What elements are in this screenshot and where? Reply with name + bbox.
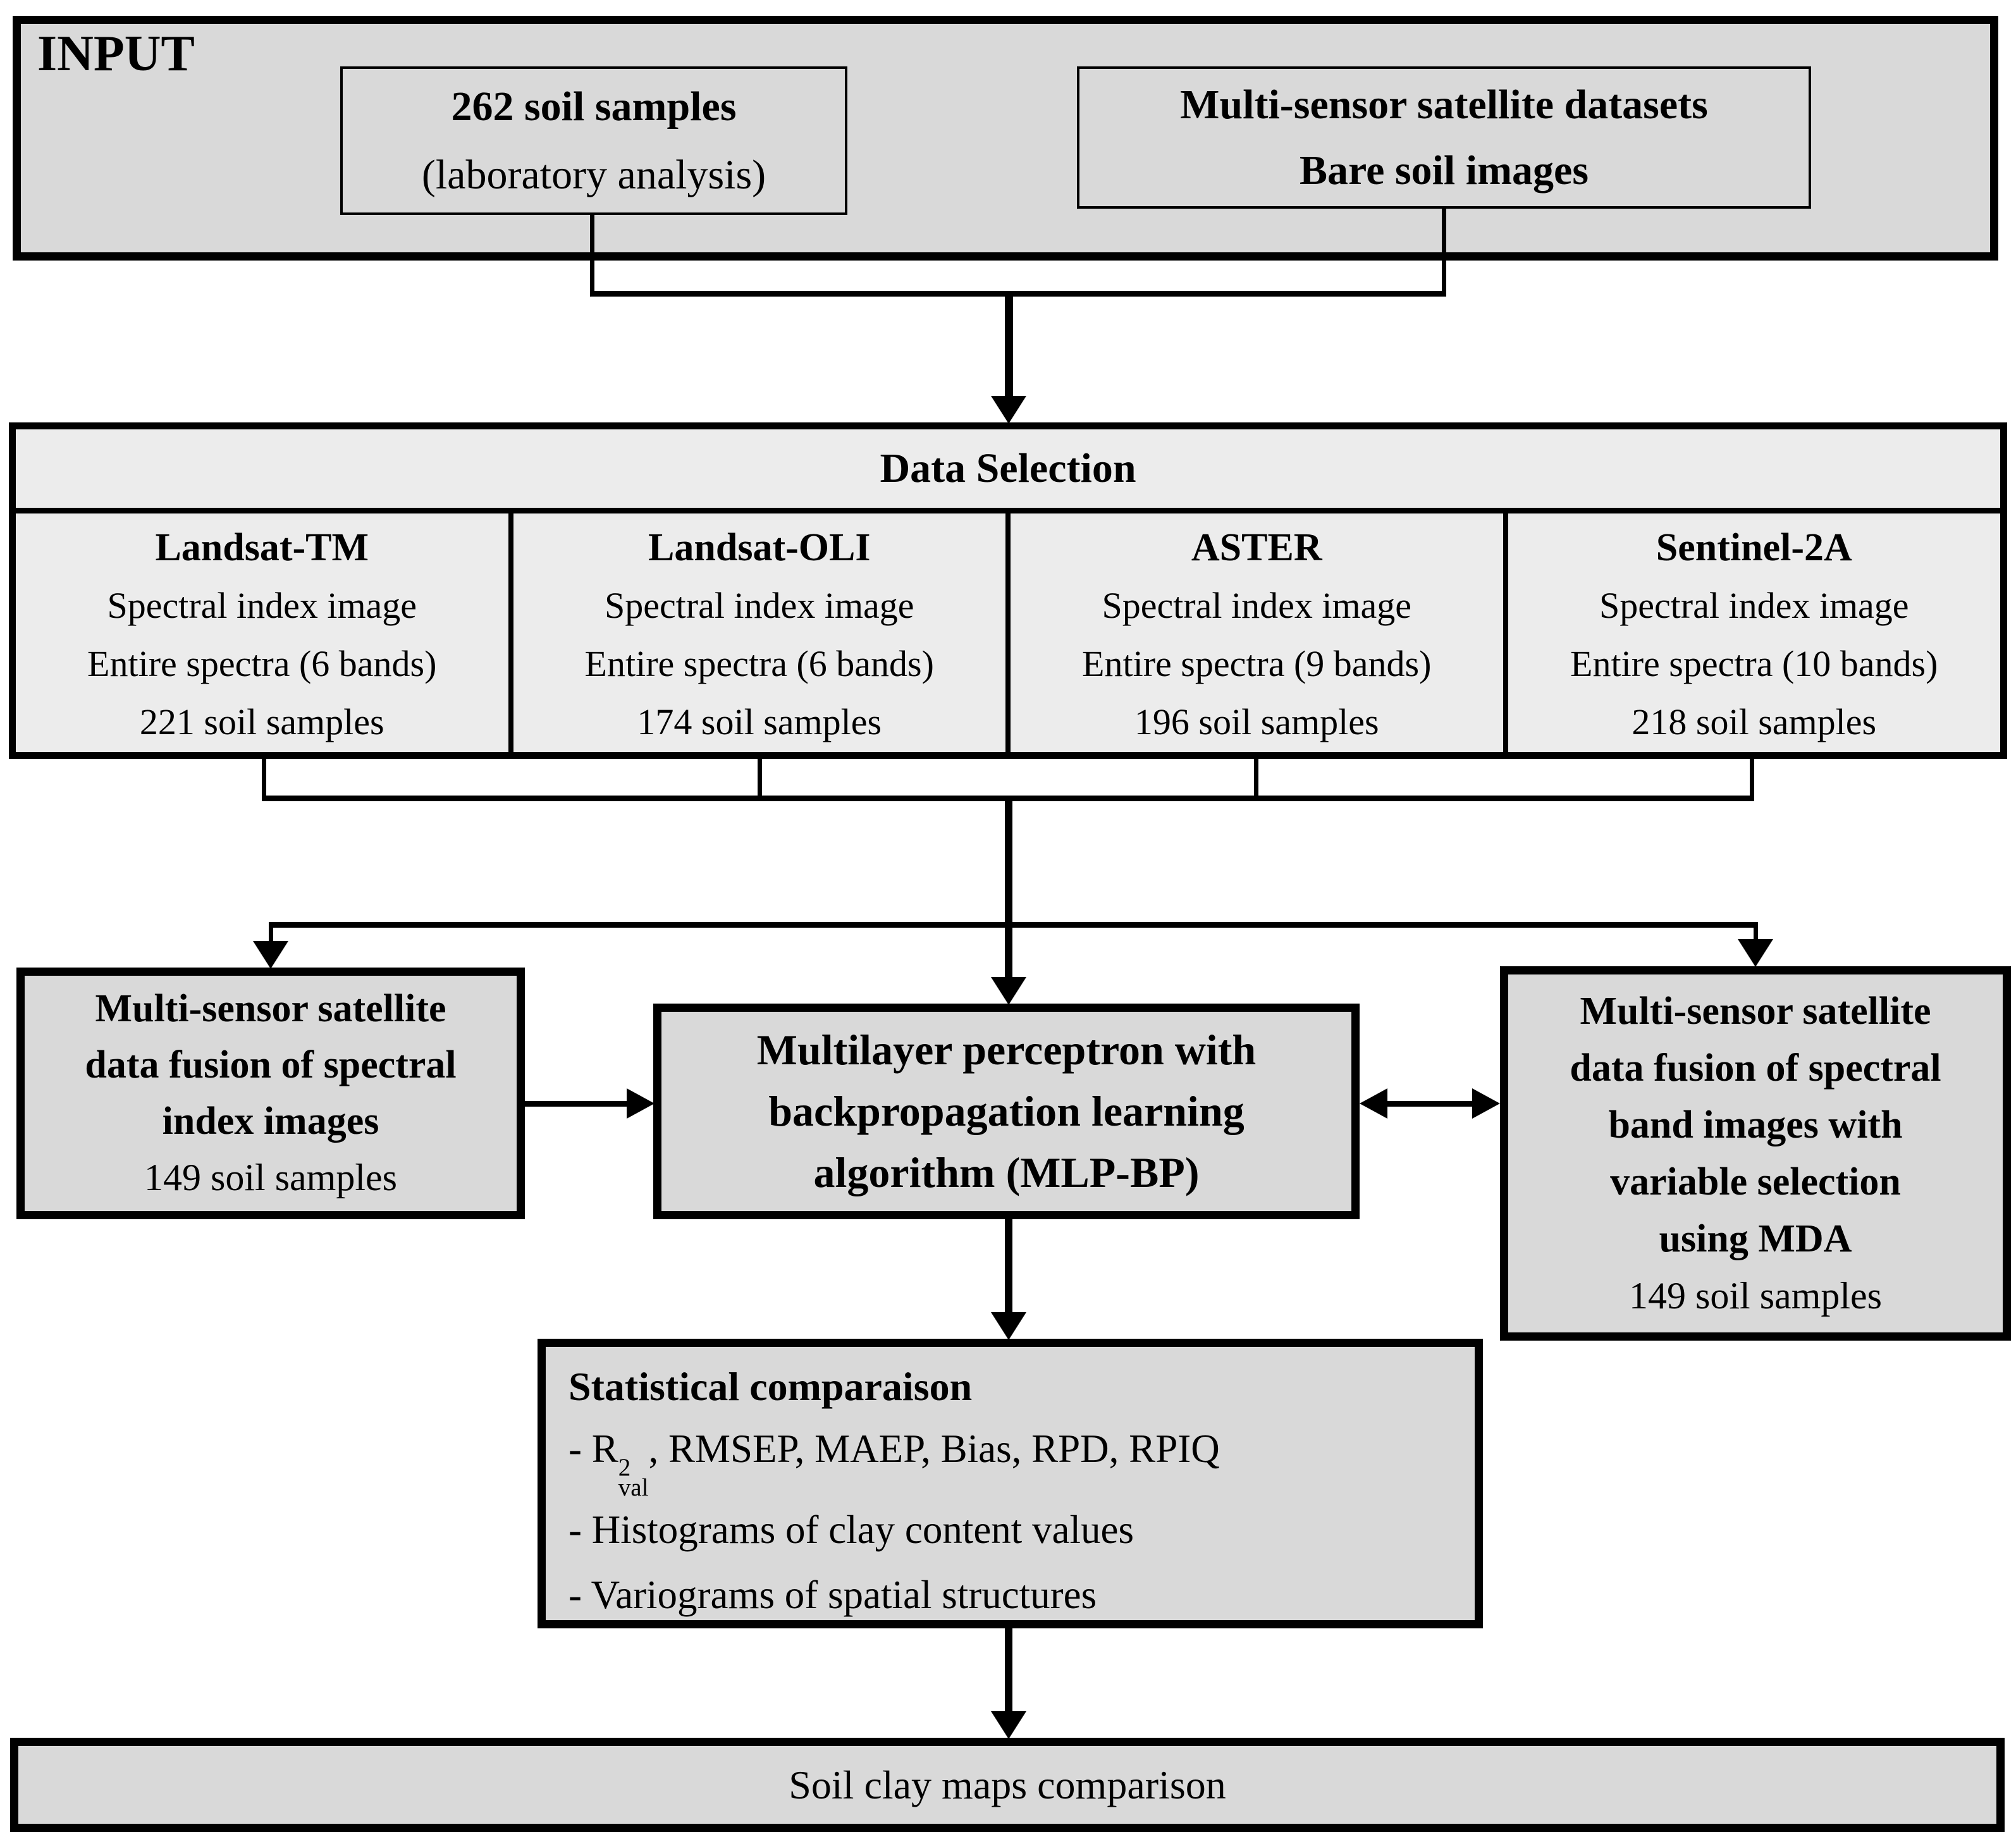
sensor-detail: Entire spectra (6 bands) [87, 643, 437, 684]
sensor-detail: 174 soil samples [637, 701, 882, 742]
sensor-detail: 221 soil samples [139, 701, 384, 742]
input-section-title: INPUT [37, 26, 195, 82]
column-sentinel-2a: Sentinel-2A Spectral index image Entire … [1508, 513, 2001, 752]
fusion-band-images-box: Multi-sensor satellite data fusion of sp… [1500, 966, 2011, 1341]
bare-soil-images-line: Bare soil images [1299, 147, 1589, 194]
column-landsat-tm: Landsat-TM Spectral index image Entire s… [16, 513, 513, 752]
connector-col3-drop-line [1254, 759, 1258, 798]
sensor-detail: 218 soil samples [1632, 701, 1877, 742]
variograms-bullet: - Variograms of spatial structures [569, 1572, 1097, 1617]
fusion-index-line: index images [162, 1100, 379, 1143]
output-bar: Soil clay maps comparison [10, 1738, 2005, 1832]
sensor-detail: Spectral index image [107, 585, 417, 626]
r2-superscript: 2 [618, 1454, 631, 1482]
mlp-bp-box: Multilayer perceptron with backpropagati… [653, 1004, 1360, 1219]
fusion-index-samples: 149 soil samples [144, 1157, 397, 1198]
statistical-comparison-title: Statistical comparaison [569, 1364, 973, 1409]
satellite-datasets-box: Multi-sensor satellite datasets Bare soi… [1077, 66, 1811, 209]
connector-mlp-to-stats-stem [1005, 1219, 1012, 1314]
fusion-band-line: variable selection [1610, 1160, 1901, 1203]
connector-mlp-right-line [1386, 1101, 1475, 1107]
soil-samples-subtitle: (laboratory analysis) [421, 151, 766, 198]
arrow-down-icon [991, 1711, 1026, 1739]
sensor-name: ASTER [1191, 526, 1322, 569]
column-aster: ASTER Spectral index image Entire spectr… [1011, 513, 1508, 752]
sensor-detail: Entire spectra (10 bands) [1570, 643, 1938, 684]
metrics-rest: , RMSEP, MAEP, Bias, RPD, RPIQ [648, 1427, 1220, 1471]
histograms-bullet: - Histograms of clay content values [569, 1507, 1134, 1552]
arrow-down-icon [991, 977, 1026, 1005]
fusion-index-images-box: Multi-sensor satellite data fusion of sp… [16, 968, 525, 1219]
connector-input-merge-line [590, 291, 1446, 297]
fusion-band-samples: 149 soil samples [1629, 1275, 1882, 1317]
arrow-down-icon [253, 941, 288, 969]
sensor-detail: Entire spectra (9 bands) [1082, 643, 1432, 684]
data-selection-title: Data Selection [16, 429, 2000, 513]
soil-samples-count: 262 soil samples [451, 83, 737, 130]
connector-right-branch-drop [1754, 925, 1758, 944]
connector-stats-to-output-stem [1005, 1628, 1012, 1714]
connector-left-to-mlp-line [525, 1101, 629, 1107]
fusion-index-line: Multi-sensor satellite [95, 987, 446, 1030]
arrow-right-icon [1472, 1088, 1500, 1119]
sensor-detail: Spectral index image [1599, 585, 1909, 626]
sensor-detail: 196 soil samples [1134, 701, 1379, 742]
column-landsat-oli: Landsat-OLI Spectral index image Entire … [513, 513, 1011, 752]
satellite-datasets-line: Multi-sensor satellite datasets [1180, 81, 1708, 128]
sensor-name: Sentinel-2A [1656, 526, 1852, 569]
mlp-line: Multilayer perceptron with [756, 1026, 1257, 1074]
connector-col1-drop-line [262, 759, 266, 798]
connector-satellite-drop-line [1442, 209, 1446, 296]
connector-samples-drop-line [590, 215, 594, 296]
val-subscript: val [618, 1473, 649, 1501]
arrow-down-icon [991, 1312, 1026, 1340]
sensor-name: Landsat-OLI [648, 526, 871, 569]
data-selection-box: Data Selection Landsat-TM Spectral index… [9, 422, 2007, 759]
fusion-band-line: using MDA [1659, 1217, 1852, 1260]
fusion-band-line: band images with [1608, 1103, 1903, 1146]
connector-input-to-selection-stem [1005, 295, 1013, 397]
arrow-left-icon [1360, 1088, 1387, 1119]
fusion-band-line: Multi-sensor satellite [1580, 990, 1931, 1033]
soil-samples-box: 262 soil samples (laboratory analysis) [340, 66, 847, 215]
sensor-detail: Entire spectra (6 bands) [584, 643, 934, 684]
connector-col4-drop-line [1750, 759, 1754, 798]
mlp-line: algorithm (MLP-BP) [813, 1148, 1200, 1196]
input-section-box: INPUT 262 soil samples (laboratory analy… [13, 16, 1998, 261]
sensor-detail: Spectral index image [604, 585, 914, 626]
data-selection-columns: Landsat-TM Spectral index image Entire s… [16, 513, 2000, 752]
sensor-name: Landsat-TM [155, 526, 369, 569]
connector-fusion-branch-line [269, 922, 1758, 928]
connector-left-branch-drop [269, 925, 273, 945]
connector-selection-to-mlp-stem [1005, 798, 1012, 978]
fusion-band-line: data fusion of spectral [1570, 1047, 1941, 1090]
sensor-detail: Spectral index image [1102, 585, 1412, 626]
arrow-right-icon [627, 1088, 655, 1119]
arrow-down-icon [991, 396, 1026, 424]
arrow-down-icon [1738, 939, 1773, 967]
metrics-prefix: - R [569, 1427, 618, 1471]
output-label: Soil clay maps comparison [789, 1762, 1226, 1807]
fusion-index-line: data fusion of spectral [85, 1043, 457, 1086]
connector-col2-drop-line [758, 759, 762, 798]
mlp-line: backpropagation learning [768, 1087, 1245, 1135]
